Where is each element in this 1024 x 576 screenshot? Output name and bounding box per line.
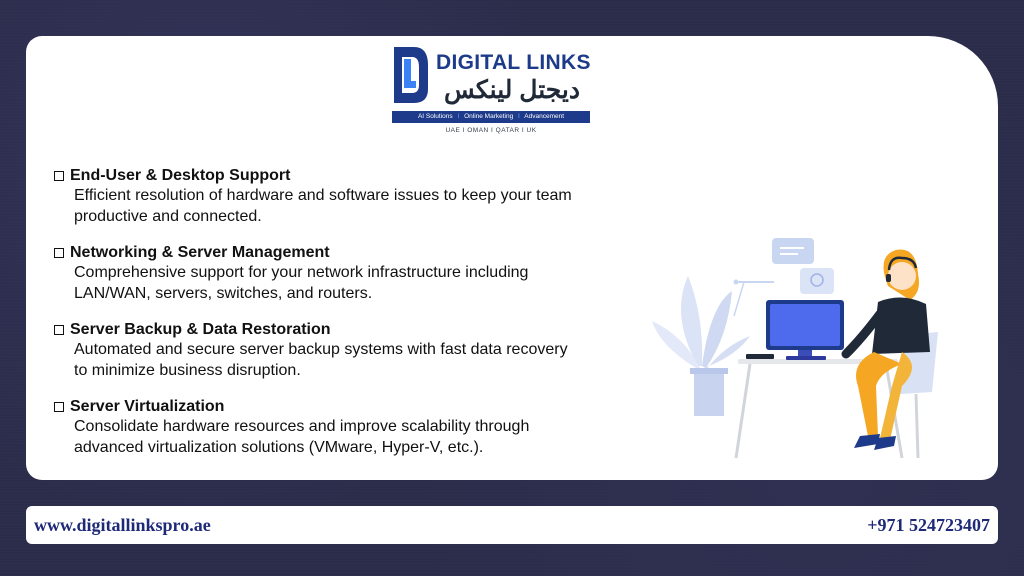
logo-tagline: AI Solutions I Online Marketing I Advanc… <box>392 111 590 123</box>
service-title: Networking & Server Management <box>70 244 330 261</box>
service-item: Server Backup & Data Restoration Automat… <box>54 320 634 381</box>
footer-bar: www.digitallinkspro.ae +971 524723407 <box>26 506 998 544</box>
description-line: advanced virtualization solutions (VMwar… <box>74 438 484 456</box>
description-line: Consolidate hardware resources and impro… <box>74 418 530 435</box>
logo-mark-icon <box>394 47 428 103</box>
service-title: Server Backup & Data Restoration <box>70 321 331 338</box>
description-line: LAN/WAN, servers, switches, and routers. <box>74 284 373 302</box>
service-title: Server Virtualization <box>70 398 225 415</box>
description-line: Comprehensive support for your network i… <box>74 264 529 281</box>
service-description: Efficient resolution of hardware and sof… <box>54 186 634 227</box>
service-title: End-User & Desktop Support <box>70 167 291 184</box>
description-line: to minimize business disruption. <box>74 361 301 379</box>
checkbox-icon <box>54 248 64 258</box>
company-logo: DIGITAL LINKS ديجتل لينكس AI Solutions I… <box>392 45 592 137</box>
description-line: productive and connected. <box>74 207 262 225</box>
monitor-icon <box>746 300 844 360</box>
tagline-separator: I <box>457 113 460 120</box>
chat-bubble-icon <box>733 238 834 317</box>
service-description: Comprehensive support for your network i… <box>54 263 634 304</box>
support-agent-illustration-icon <box>652 238 938 459</box>
service-item: Networking & Server Management Comprehen… <box>54 243 634 304</box>
brand-name: DIGITAL LINKS <box>436 51 591 74</box>
phone-number[interactable]: +971 524723407 <box>867 515 990 535</box>
tagline-separator: I <box>518 113 520 120</box>
services-list: End-User & Desktop Support Efficient res… <box>54 166 634 474</box>
logo-regions: UAE I OMAN I QATAR I UK <box>445 127 537 134</box>
plant-icon <box>652 276 750 416</box>
description-line: Automated and secure server backup syste… <box>74 341 568 358</box>
tagline-item: AI Solutions <box>417 113 453 120</box>
service-description: Automated and secure server backup syste… <box>54 340 634 381</box>
website-link[interactable]: www.digitallinkspro.ae <box>34 515 211 535</box>
brand-name-arabic: ديجتل لينكس <box>443 76 581 104</box>
service-item: Server Virtualization Consolidate hardwa… <box>54 397 634 458</box>
checkbox-icon <box>54 325 64 335</box>
service-item: End-User & Desktop Support Efficient res… <box>54 166 634 227</box>
service-description: Consolidate hardware resources and impro… <box>54 417 634 458</box>
content-card: DIGITAL LINKS ديجتل لينكس AI Solutions I… <box>26 36 998 480</box>
description-line: Efficient resolution of hardware and sof… <box>74 187 572 204</box>
tagline-item: Online Marketing <box>464 113 514 120</box>
checkbox-icon <box>54 402 64 412</box>
checkbox-icon <box>54 171 64 181</box>
tagline-item: Advancement <box>524 113 565 120</box>
person-icon <box>841 249 930 450</box>
